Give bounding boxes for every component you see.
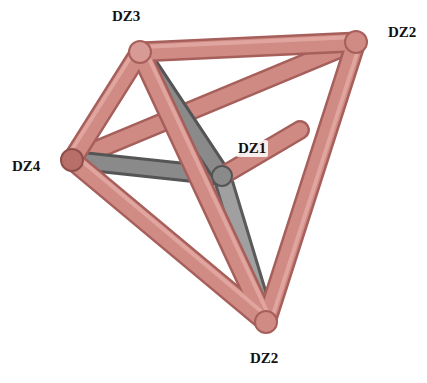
vertex-label: DZ3 [110,8,142,25]
vertex-label: DZ2 [386,24,418,41]
vertex-label: DZ1 [236,140,268,157]
vertex-label: DZ4 [10,158,42,175]
vertex-label: DZ2 [248,350,280,367]
